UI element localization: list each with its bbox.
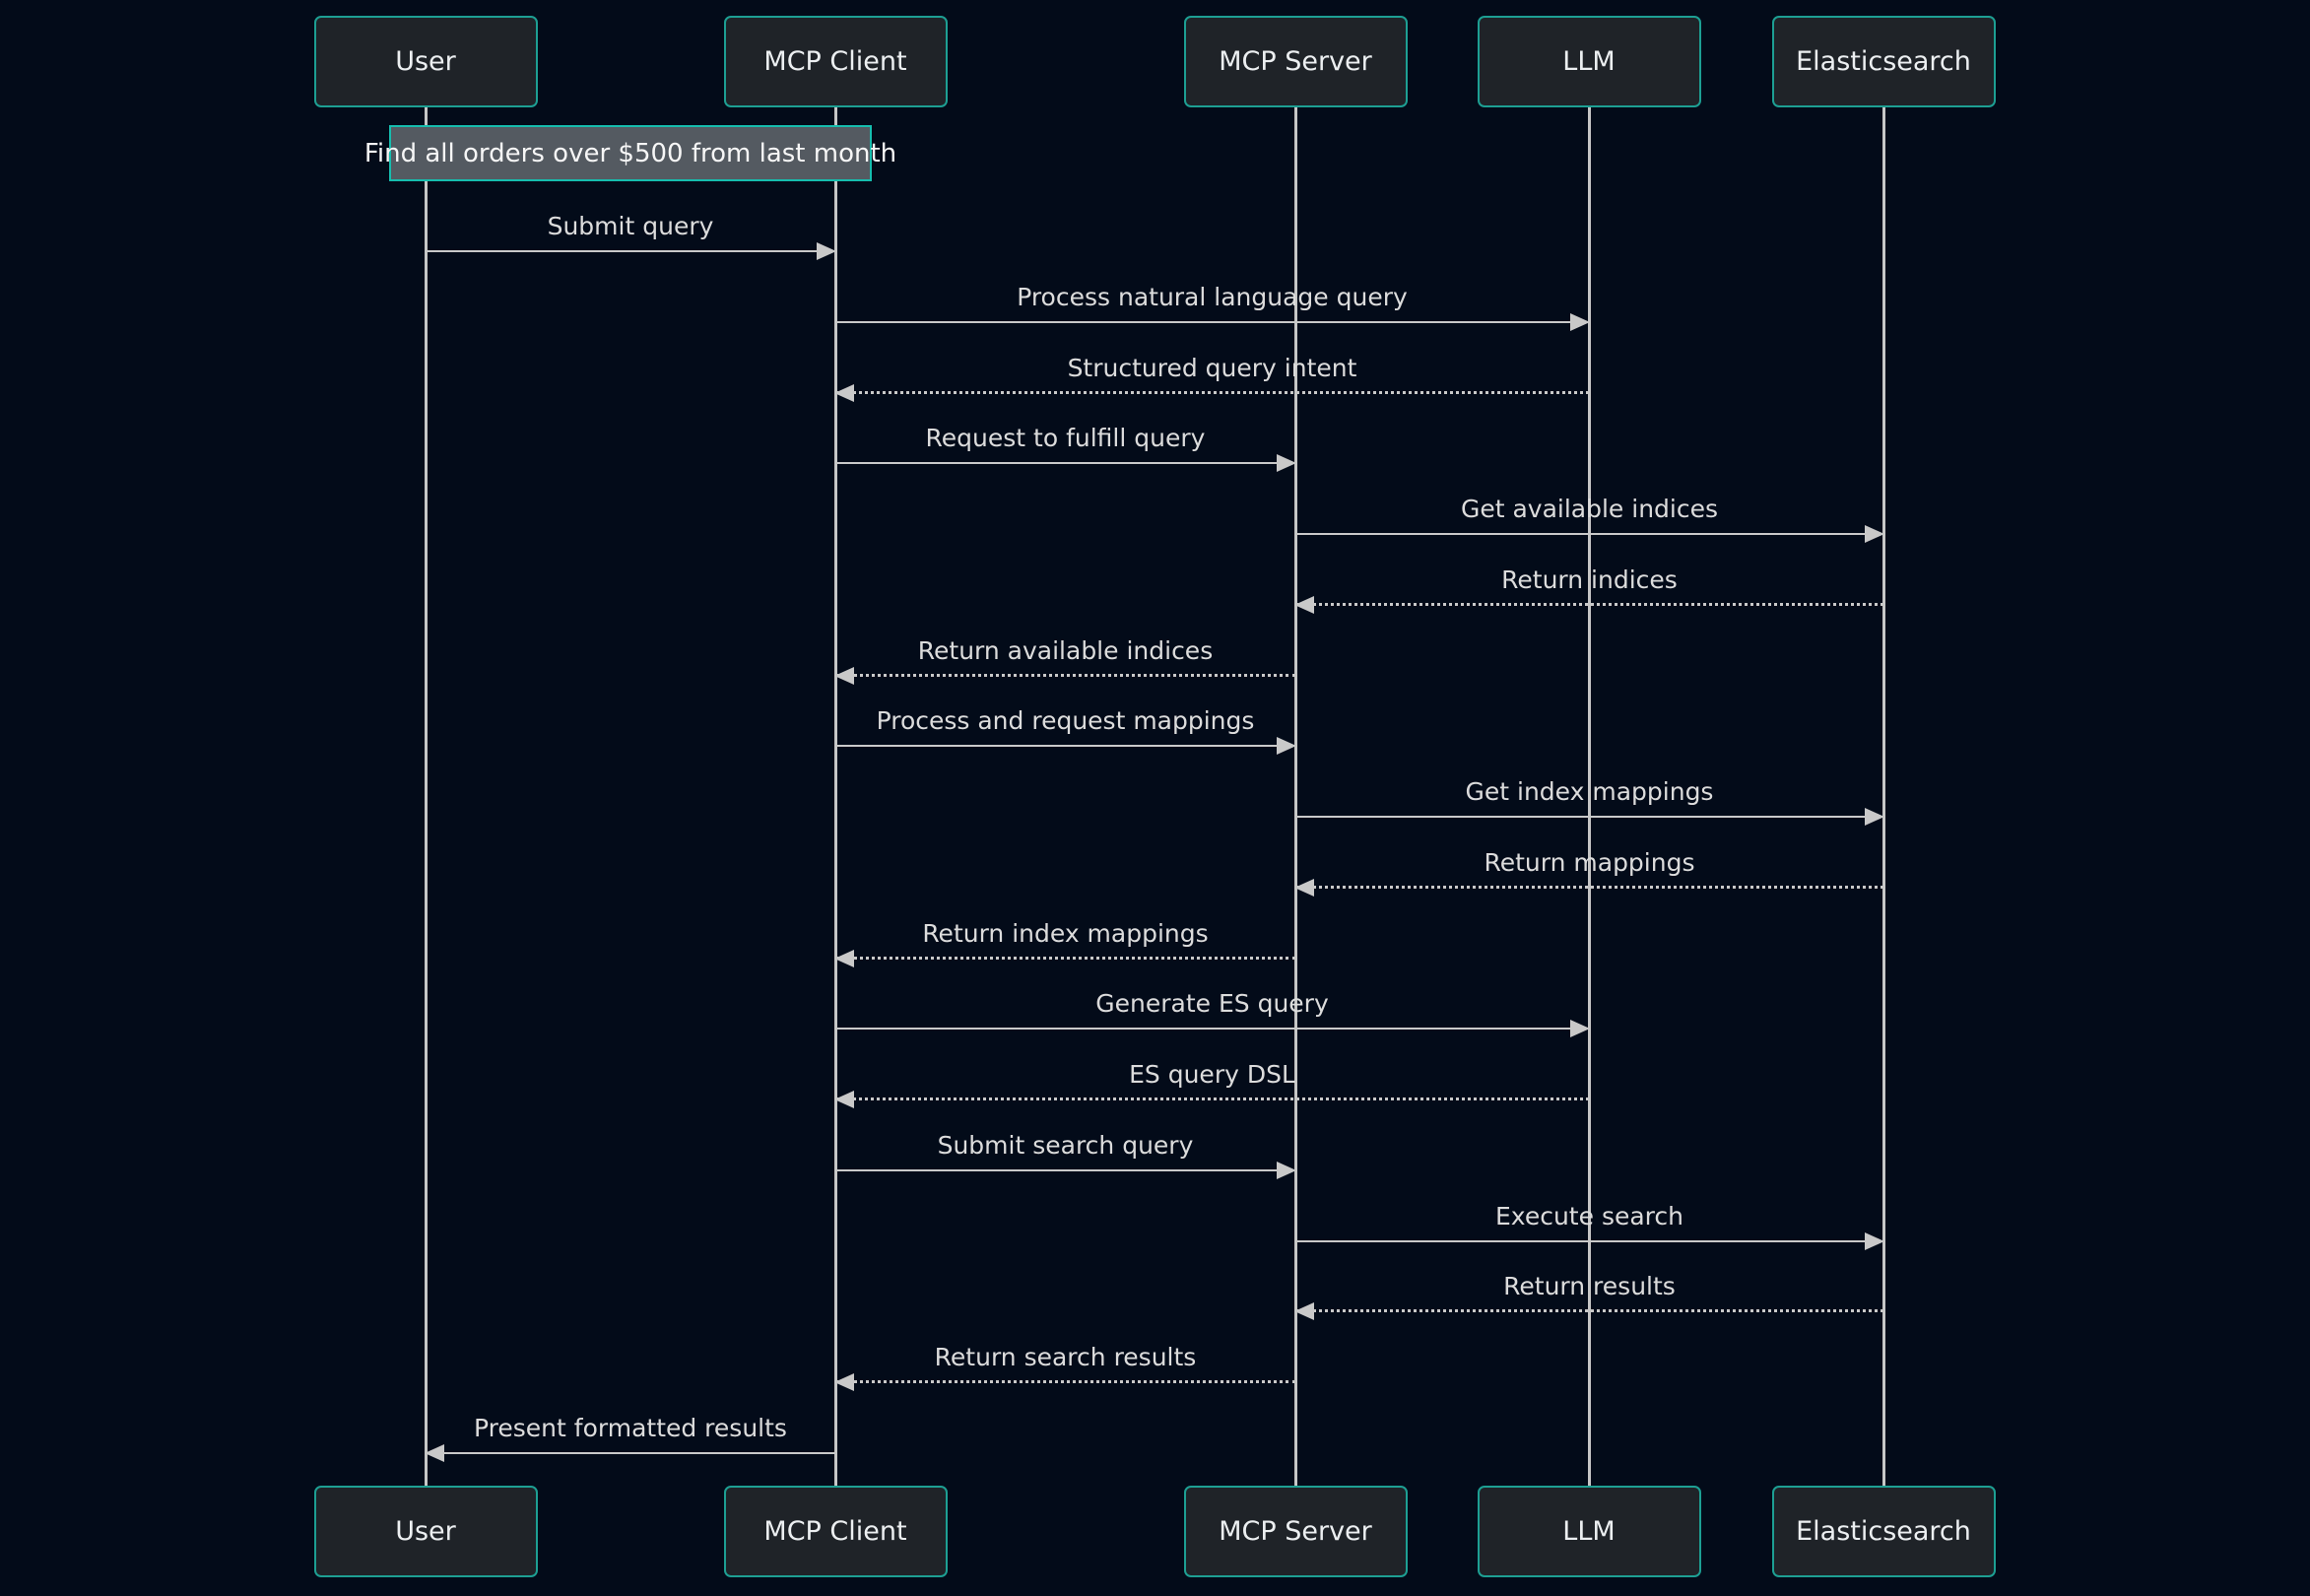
arrowhead-icon — [834, 667, 854, 685]
actor-box-elasticsearch-bottom: Elasticsearch — [1771, 1486, 1996, 1577]
actor-box-elasticsearch-top: Elasticsearch — [1771, 16, 1996, 107]
lifeline-llm — [1587, 106, 1591, 1487]
arrowhead-icon — [834, 1091, 854, 1108]
arrowhead-icon — [1277, 454, 1296, 472]
message-line — [426, 1452, 835, 1454]
message: Process natural language query — [835, 274, 1590, 331]
message: Return indices — [1294, 557, 1883, 614]
message-line — [835, 391, 1589, 394]
message-line — [835, 1380, 1295, 1383]
message-line — [1295, 1309, 1883, 1312]
message: Submit search query — [835, 1122, 1296, 1179]
message-label: Return mappings — [1484, 848, 1695, 877]
message: Get available indices — [1295, 486, 1884, 543]
arrowhead-icon — [1294, 596, 1314, 614]
arrowhead-icon — [1294, 1302, 1314, 1320]
message: Process and request mappings — [835, 698, 1296, 755]
arrowhead-icon — [1277, 737, 1296, 755]
message: Present formatted results — [425, 1405, 835, 1462]
message: Structured query intent — [834, 345, 1589, 402]
message-line — [835, 1028, 1589, 1030]
message-line — [1295, 1240, 1883, 1242]
message: ES query DSL — [834, 1051, 1589, 1108]
message-line — [835, 462, 1295, 464]
message: Return mappings — [1294, 839, 1883, 897]
message-label: Process natural language query — [1017, 283, 1408, 311]
message-label: Return available indices — [917, 636, 1214, 665]
arrowhead-icon — [834, 384, 854, 402]
actor-box-mcp_client-top: MCP Client — [723, 16, 948, 107]
actor-box-mcp_client-bottom: MCP Client — [723, 1486, 948, 1577]
actor-box-mcp_server-bottom: MCP Server — [1183, 1486, 1408, 1577]
arrowhead-icon — [834, 950, 854, 967]
lifeline-mcp_server — [1293, 106, 1297, 1487]
arrowhead-icon — [1277, 1162, 1296, 1179]
message: Submit query — [426, 203, 836, 260]
message-label: Get index mappings — [1465, 777, 1714, 806]
actor-box-llm-top: LLM — [1477, 16, 1701, 107]
message-label: Return search results — [934, 1343, 1197, 1371]
arrowhead-icon — [1294, 879, 1314, 897]
message: Get index mappings — [1295, 768, 1884, 826]
arrowhead-icon — [425, 1444, 444, 1462]
message-label: Structured query intent — [1067, 354, 1357, 382]
actor-box-user-bottom: User — [313, 1486, 538, 1577]
arrowhead-icon — [1865, 525, 1884, 543]
message: Return search results — [834, 1334, 1295, 1391]
message-label: Submit query — [547, 212, 714, 240]
message-line — [835, 1169, 1295, 1171]
message: Return available indices — [834, 628, 1295, 685]
message: Execute search — [1295, 1193, 1884, 1250]
message-label: Return results — [1503, 1272, 1676, 1300]
arrowhead-icon — [834, 1373, 854, 1391]
message-line — [1295, 886, 1883, 889]
message-line — [835, 321, 1589, 323]
message-line — [426, 250, 835, 252]
message-label: Execute search — [1495, 1202, 1683, 1230]
message-line — [835, 1097, 1589, 1100]
message-line — [1295, 533, 1883, 535]
arrowhead-icon — [1865, 1232, 1884, 1250]
lifeline-user — [424, 106, 428, 1487]
lifeline-elasticsearch — [1881, 106, 1885, 1487]
message-line — [835, 957, 1295, 960]
message-label: Return index mappings — [922, 919, 1209, 948]
lifeline-mcp_client — [833, 106, 837, 1487]
message-label: Get available indices — [1460, 495, 1719, 523]
arrowhead-icon — [1865, 808, 1884, 826]
message: Request to fulfill query — [835, 415, 1296, 472]
actor-box-mcp_server-top: MCP Server — [1183, 16, 1408, 107]
message-label: Return indices — [1501, 565, 1678, 594]
message: Return index mappings — [834, 910, 1295, 967]
arrowhead-icon — [817, 242, 836, 260]
message-label: ES query DSL — [1129, 1060, 1295, 1089]
message-line — [1295, 603, 1883, 606]
message: Return results — [1294, 1263, 1883, 1320]
message-line — [835, 674, 1295, 677]
message: Generate ES query — [835, 980, 1590, 1037]
message-label: Process and request mappings — [876, 706, 1255, 735]
message-label: Present formatted results — [474, 1414, 787, 1442]
arrowhead-icon — [1570, 1020, 1590, 1037]
actor-box-user-top: User — [313, 16, 538, 107]
message-line — [1295, 816, 1883, 818]
note: Find all orders over $500 from last mont… — [364, 125, 896, 181]
actor-box-llm-bottom: LLM — [1477, 1486, 1701, 1577]
message-label: Submit search query — [937, 1131, 1194, 1160]
message-line — [835, 745, 1295, 747]
message-label: Request to fulfill query — [925, 424, 1206, 452]
arrowhead-icon — [1570, 313, 1590, 331]
message-label: Generate ES query — [1095, 989, 1329, 1018]
